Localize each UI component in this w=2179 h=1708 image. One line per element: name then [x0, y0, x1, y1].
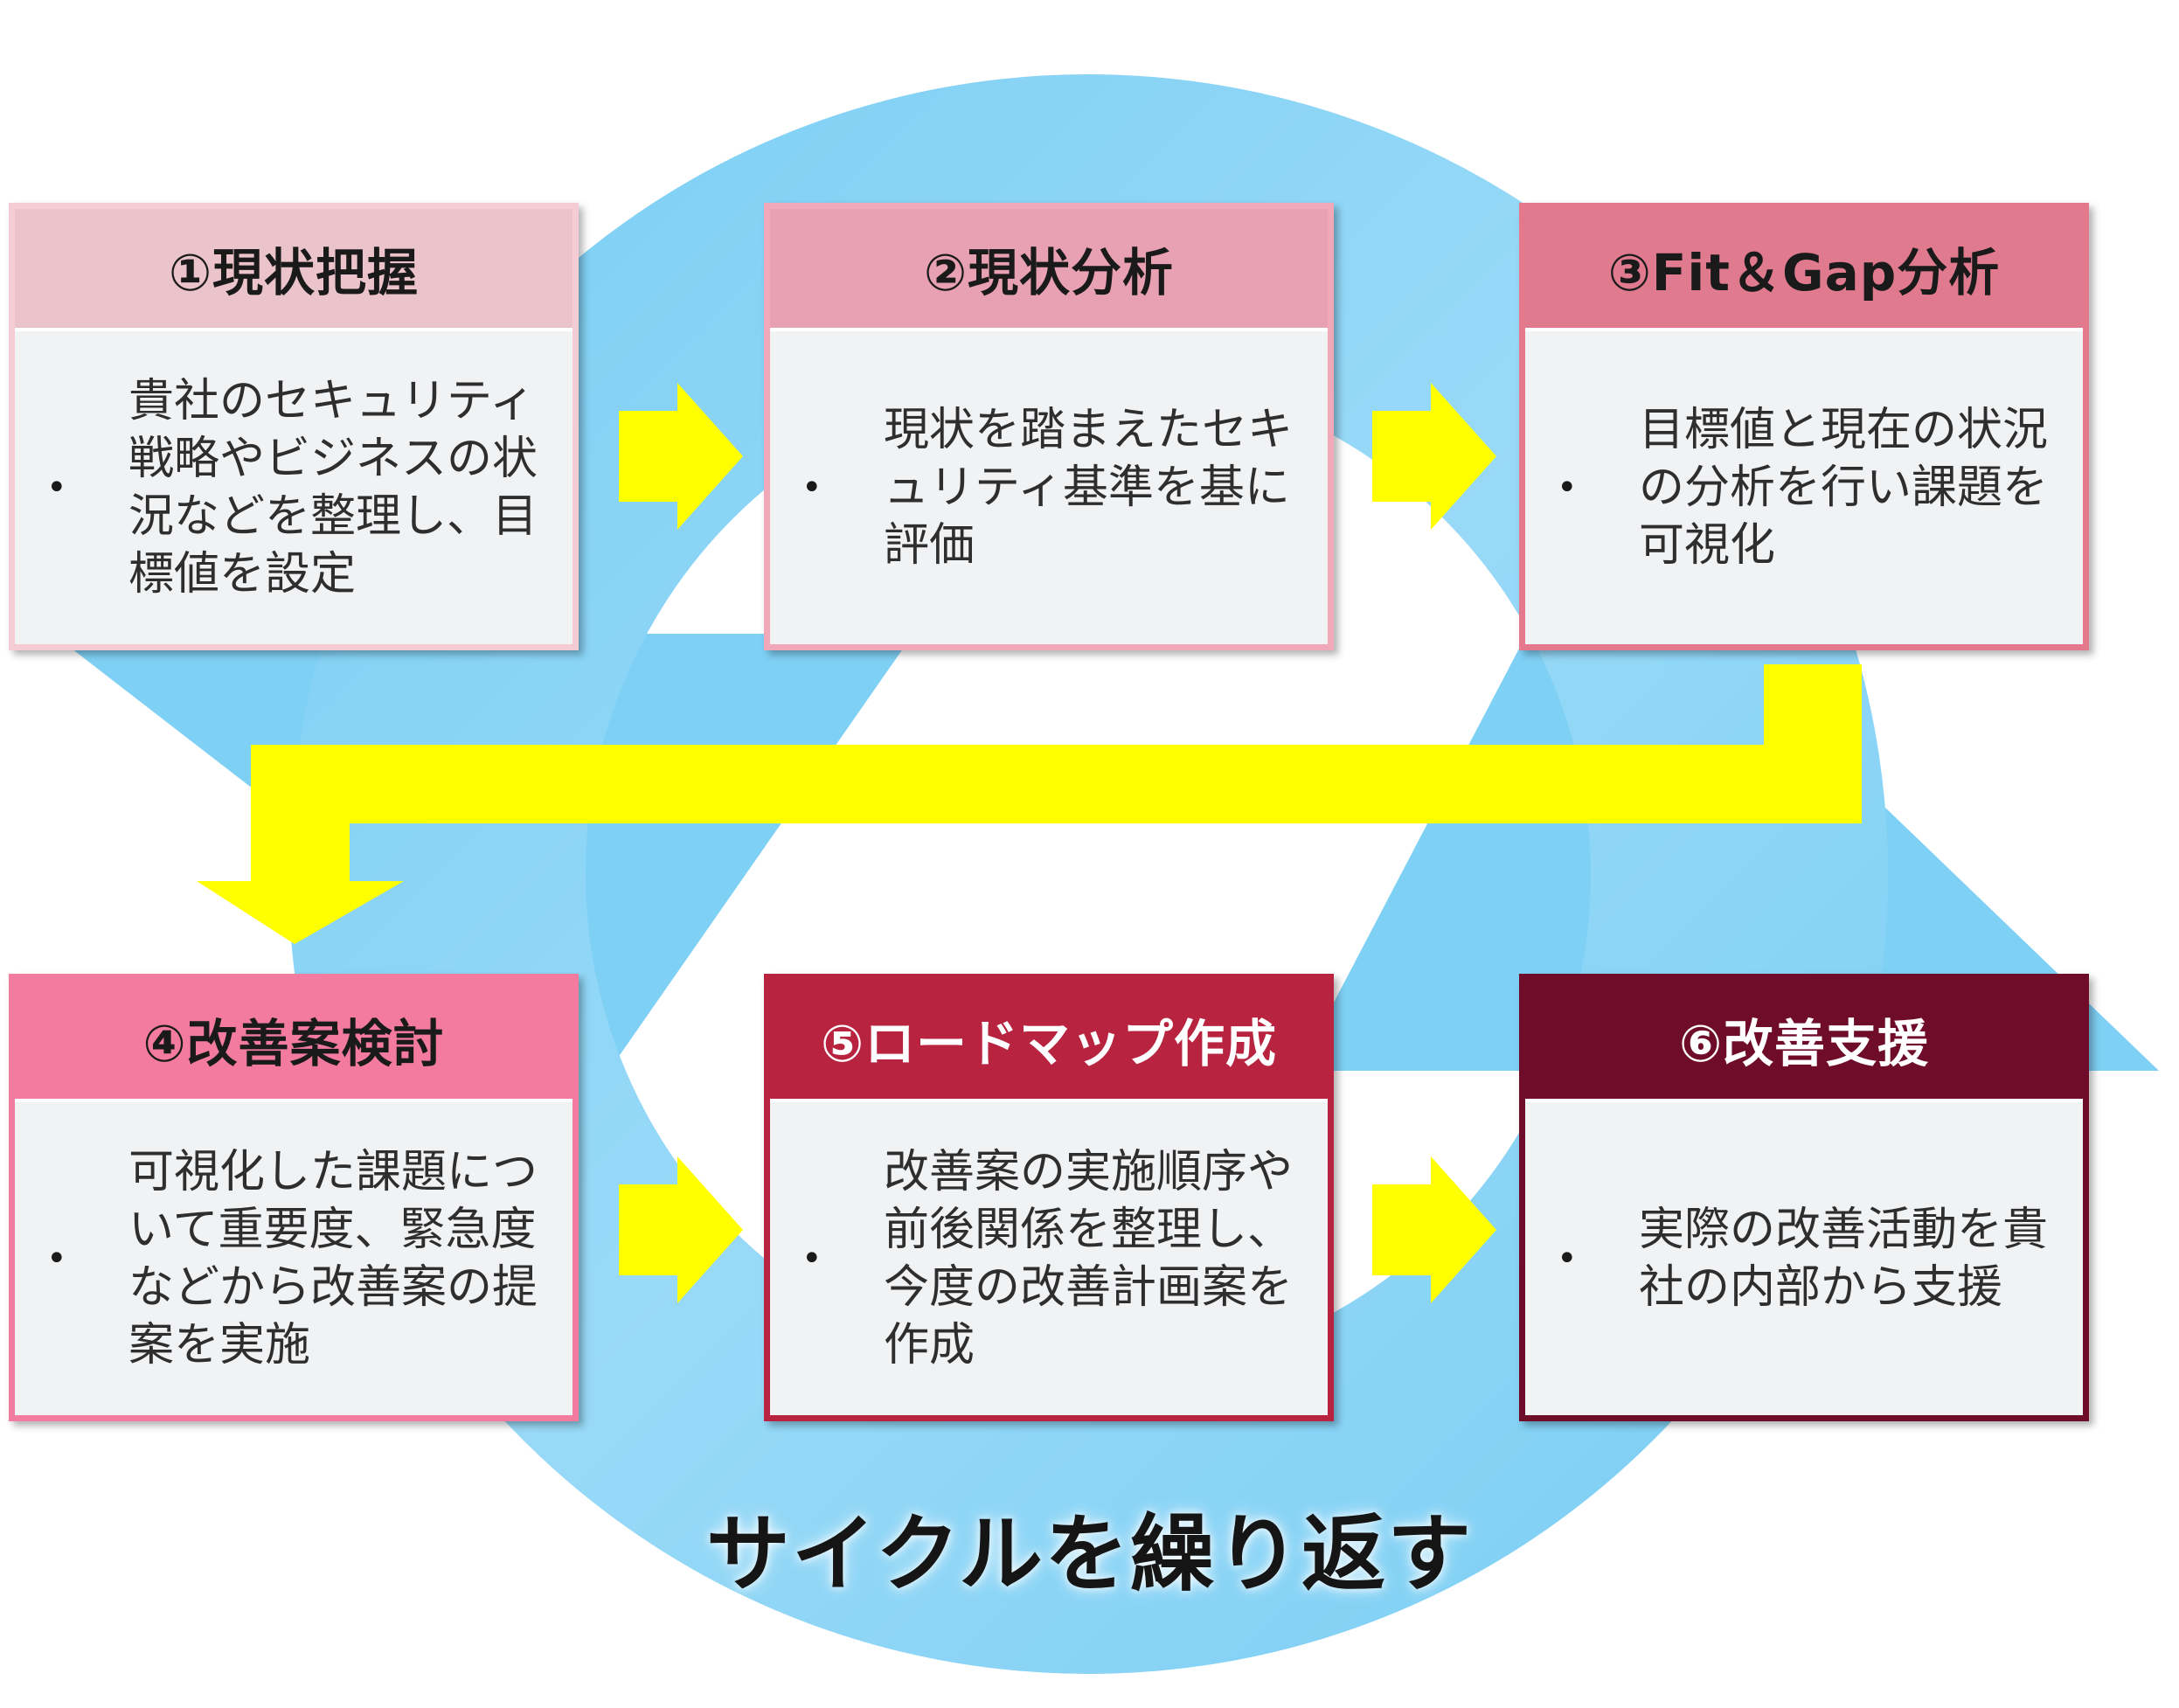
- step-description: 目標値と現在の状況の分析を行い課題を可視化: [1639, 404, 2049, 572]
- bullet-icon: •: [802, 1239, 822, 1279]
- arrow-3-to-4-connector: [197, 664, 1862, 944]
- step-title: ③Fit＆Gap分析: [1525, 209, 2083, 328]
- step-body: • 実際の改善活動を貴社の内部から支援: [1525, 1099, 2083, 1415]
- step-description: 可視化した課題について重要度、緊急度などから改善案の提案を実施: [128, 1146, 538, 1371]
- step-description: 実際の改善活動を貴社の内部から支援: [1639, 1204, 2049, 1314]
- bullet-icon: •: [802, 468, 822, 508]
- step-title: ②現状分析: [770, 209, 1328, 328]
- step-card-improvement-support: ⑥改善支援 • 実際の改善活動を貴社の内部から支援: [1519, 974, 2089, 1421]
- step-title: ④改善案検討: [15, 980, 573, 1099]
- step-description: 改善案の実施順序や前後関係を整理し、今度の改善計画案を作成: [884, 1146, 1294, 1371]
- bullet-icon: •: [1557, 468, 1578, 508]
- bullet-icon: •: [46, 1239, 67, 1279]
- step-title: ①現状把握: [15, 209, 573, 328]
- arrow-4-to-5: [619, 1156, 743, 1303]
- bullet-icon: •: [1557, 1239, 1578, 1279]
- arrow-1-to-2: [619, 383, 743, 530]
- step-title: ⑤ロードマップ作成: [770, 980, 1328, 1099]
- step-body: • 改善案の実施順序や前後関係を整理し、今度の改善計画案を作成: [770, 1099, 1328, 1415]
- arrow-2-to-3: [1372, 383, 1496, 530]
- step-card-roadmap-creation: ⑤ロードマップ作成 • 改善案の実施順序や前後関係を整理し、今度の改善計画案を作…: [764, 974, 1334, 1421]
- step-body: • 貴社のセキュリティ戦略やビジネスの状況などを整理し、目標値を設定: [15, 328, 573, 644]
- bullet-icon: •: [46, 468, 67, 508]
- arrow-5-to-6: [1372, 1156, 1496, 1303]
- step-card-improvement-proposal: ④改善案検討 • 可視化した課題について重要度、緊急度などから改善案の提案を実施: [9, 974, 579, 1421]
- step-body: • 目標値と現在の状況の分析を行い課題を可視化: [1525, 328, 2083, 644]
- step-body: • 現状を踏まえたセキュリティ基準を基に評価: [770, 328, 1328, 644]
- step-card-fit-gap-analysis: ③Fit＆Gap分析 • 目標値と現在の状況の分析を行い課題を可視化: [1519, 203, 2089, 650]
- step-description: 貴社のセキュリティ戦略やビジネスの状況などを整理し、目標値を設定: [128, 375, 538, 601]
- step-title: ⑥改善支援: [1525, 980, 2083, 1099]
- step-card-current-state-assessment: ①現状把握 • 貴社のセキュリティ戦略やビジネスの状況などを整理し、目標値を設定: [9, 203, 579, 650]
- step-description: 現状を踏まえたセキュリティ基準を基に評価: [884, 404, 1294, 572]
- step-body: • 可視化した課題について重要度、緊急度などから改善案の提案を実施: [15, 1099, 573, 1415]
- step-card-current-state-analysis: ②現状分析 • 現状を踏まえたセキュリティ基準を基に評価: [764, 203, 1334, 650]
- cycle-caption: サイクルを繰り返す: [705, 1505, 1474, 1603]
